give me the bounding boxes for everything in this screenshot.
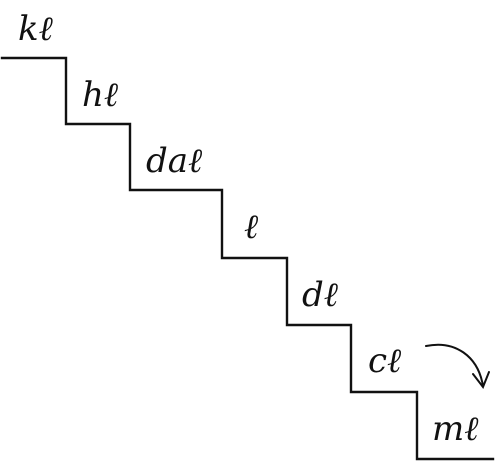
step-label-hecto: hℓ [82, 75, 118, 115]
step-label-centi: cℓ [368, 341, 401, 381]
step-label-deca: daℓ [146, 141, 202, 181]
step-label-milli: mℓ [432, 409, 478, 449]
step-label-deci: dℓ [302, 275, 338, 315]
staircase-outline [0, 56, 495, 461]
step-label-liter: ℓ [244, 207, 258, 247]
step-label-kilo: kℓ [18, 9, 53, 49]
curved-arrow-down-right-icon [425, 343, 490, 390]
